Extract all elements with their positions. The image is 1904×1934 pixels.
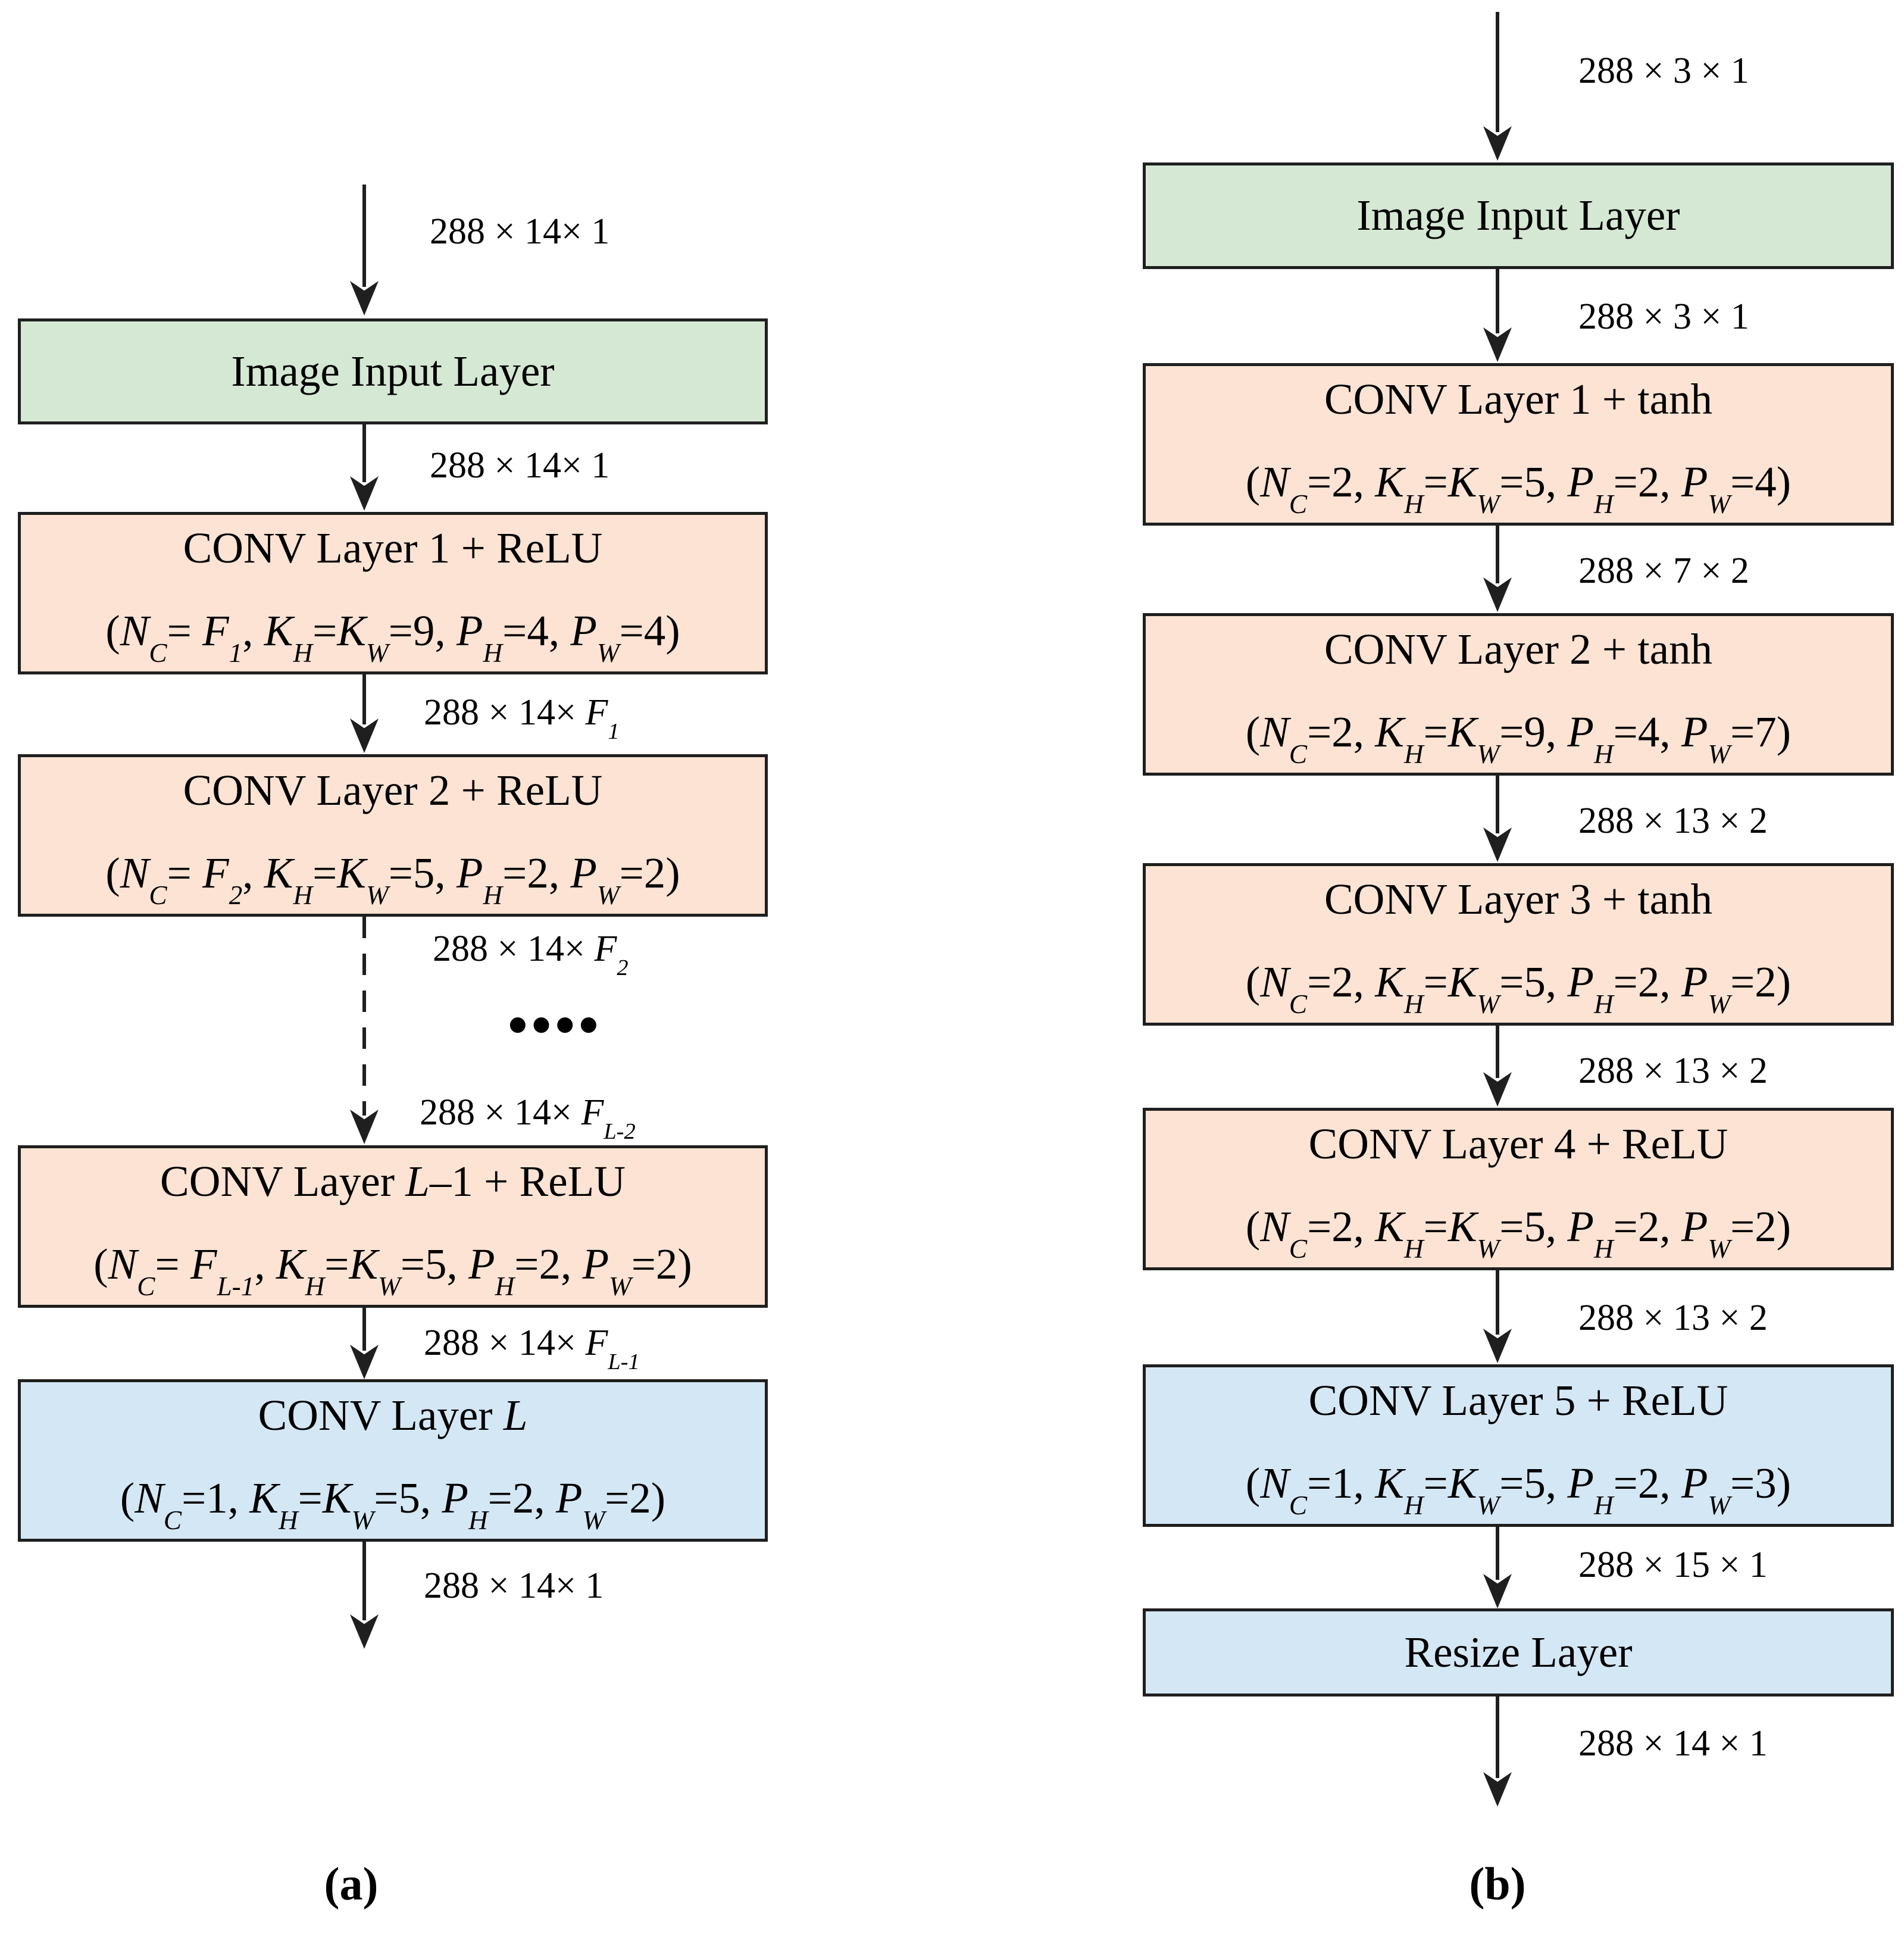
- arrow-shaft: [1496, 12, 1499, 132]
- layer-title: CONV Layer 2 + tanh: [1324, 625, 1713, 673]
- layer-params: (NC= F1, KH=KW=9, PH=4, PW=4): [105, 606, 680, 668]
- tensor-dim-label: 288 × 7 × 2: [1578, 551, 1749, 591]
- flow-arrow-down: [1480, 776, 1515, 862]
- layer-title: CONV Layer 2 + ReLU: [183, 766, 603, 814]
- flow-arrow-down: [346, 674, 382, 753]
- arrow-shaft: [362, 1308, 366, 1351]
- caption-a: (a): [324, 1858, 379, 1910]
- flow-arrow-down: [346, 1308, 382, 1379]
- flow-arrow-down: [1480, 1527, 1515, 1608]
- conv-layer-5-box-b: CONV Layer 5 + ReLU (NC=1, KH=KW=5, PH=2…: [1143, 1364, 1894, 1527]
- layer-params: (NC= FL-1, KH=KW=5, PH=2, PW=2): [93, 1239, 692, 1301]
- layer-title: Resize Layer: [1404, 1627, 1633, 1676]
- arrow-shaft: [362, 917, 366, 1116]
- layer-title: CONV Layer 4 + ReLU: [1308, 1120, 1728, 1168]
- flow-arrow-down: [346, 185, 382, 315]
- ellipsis-dots: ●●●●: [509, 1012, 604, 1036]
- arrow-shaft: [1496, 1270, 1499, 1335]
- resize-layer-box-b: Resize Layer: [1143, 1608, 1894, 1696]
- flow-arrow-down: [1480, 1026, 1515, 1107]
- arrow-shaft: [362, 674, 366, 724]
- layer-params: (NC= F2, KH=KW=5, PH=2, PW=2): [105, 848, 680, 910]
- layer-title: CONV Layer 1 + tanh: [1324, 375, 1713, 423]
- tensor-dim-label: 288 × 14× 1: [424, 1566, 604, 1606]
- layer-title: CONV Layer 1 + ReLU: [183, 524, 603, 572]
- layer-title: Image Input Layer: [231, 346, 555, 395]
- flow-arrow-down: [1480, 1696, 1515, 1807]
- tensor-dim-label: 288 × 14× FL-1: [424, 1323, 640, 1375]
- tensor-dim-label: 288 × 13 × 2: [1578, 801, 1768, 841]
- tensor-dim-label: 288 × 3 × 1: [1578, 51, 1749, 91]
- layer-title: CONV Layer 3 + tanh: [1324, 875, 1713, 923]
- layer-title: Image Input Layer: [1356, 191, 1680, 240]
- conv-layer-2-box-a: CONV Layer 2 + ReLU (NC= F2, KH=KW=5, PH…: [18, 754, 768, 917]
- conv-layer-2-box-b: CONV Layer 2 + tanh (NC=2, KH=KW=9, PH=4…: [1143, 613, 1894, 776]
- arrow-shaft: [362, 424, 366, 482]
- flow-arrow-down: [346, 424, 382, 511]
- flow-arrow-down: [1480, 526, 1515, 612]
- conv-layer-1-box-a: CONV Layer 1 + ReLU (NC= F1, KH=KW=9, PH…: [18, 512, 768, 674]
- layer-params: (NC=2, KH=KW=5, PH=2, PW=2): [1245, 957, 1792, 1019]
- image-input-layer-box-a: Image Input Layer: [18, 318, 768, 424]
- arrow-shaft: [362, 185, 366, 287]
- layer-params: (NC=2, KH=KW=5, PH=2, PW=4): [1245, 457, 1792, 519]
- tensor-dim-label: 288 × 14 × 1: [1578, 1723, 1768, 1764]
- flow-arrow-down: [1480, 12, 1515, 161]
- tensor-dim-label: 288 × 15 × 1: [1578, 1545, 1768, 1585]
- flow-arrow-down: [1480, 269, 1515, 362]
- conv-layer-L-box-a: CONV Layer L (NC=1, KH=KW=5, PH=2, PW=2): [18, 1379, 768, 1542]
- dashed-flow-arrow-down: [346, 917, 382, 1144]
- tensor-dim-label: 288 × 13 × 2: [1578, 1298, 1768, 1338]
- flow-arrow-down: [1480, 1270, 1515, 1363]
- layer-params: (NC=2, KH=KW=9, PH=4, PW=7): [1245, 707, 1792, 769]
- tensor-dim-label: 288 × 14× 1: [430, 211, 610, 252]
- tensor-dim-label: 288 × 14× 1: [430, 445, 610, 486]
- conv-layer-4-box-b: CONV Layer 4 + ReLU (NC=2, KH=KW=5, PH=2…: [1143, 1108, 1894, 1270]
- flow-arrow-down: [346, 1542, 382, 1649]
- arrow-shaft: [1496, 269, 1499, 333]
- tensor-dim-label: 288 × 3 × 1: [1578, 296, 1749, 337]
- arrow-shaft: [1496, 1696, 1499, 1778]
- arrow-shaft: [1496, 1527, 1499, 1580]
- arrow-shaft: [1496, 1026, 1499, 1078]
- arrow-shaft: [362, 1542, 366, 1620]
- layer-title: CONV Layer L: [258, 1391, 528, 1439]
- layer-params: (NC=1, KH=KW=5, PH=2, PW=2): [120, 1473, 666, 1535]
- conv-layer-L-1-box-a: CONV Layer L–1 + ReLU (NC= FL-1, KH=KW=5…: [18, 1145, 768, 1308]
- conv-layer-1-box-b: CONV Layer 1 + tanh (NC=2, KH=KW=5, PH=2…: [1143, 363, 1894, 526]
- tensor-dim-label: 288 × 14× F2: [433, 929, 629, 981]
- tensor-dim-label: 288 × 14× FL-2: [420, 1092, 636, 1145]
- layer-params: (NC=1, KH=KW=5, PH=2, PW=3): [1245, 1458, 1792, 1520]
- image-input-layer-box-b: Image Input Layer: [1143, 163, 1894, 269]
- conv-layer-3-box-b: CONV Layer 3 + tanh (NC=2, KH=KW=5, PH=2…: [1143, 863, 1894, 1026]
- arrow-shaft: [1496, 526, 1499, 583]
- layer-title: CONV Layer L–1 + ReLU: [160, 1157, 626, 1205]
- arrow-shaft: [1496, 776, 1499, 833]
- tensor-dim-label: 288 × 14× F1: [424, 692, 620, 745]
- tensor-dim-label: 288 × 13 × 2: [1578, 1051, 1768, 1091]
- layer-params: (NC=2, KH=KW=5, PH=2, PW=2): [1245, 1202, 1792, 1264]
- layer-title: CONV Layer 5 + ReLU: [1308, 1376, 1728, 1424]
- caption-b: (b): [1469, 1858, 1526, 1910]
